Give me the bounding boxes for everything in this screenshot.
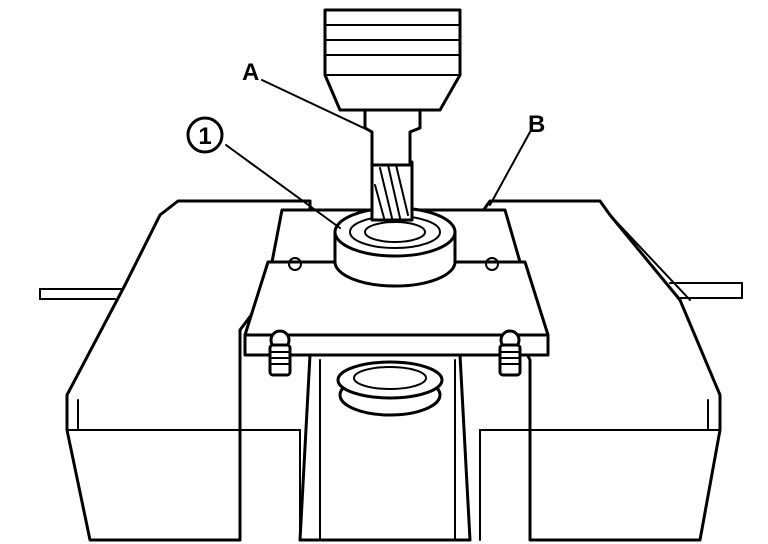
bearing-1: [333, 206, 457, 288]
leader-b: [489, 131, 531, 206]
left-rail: [39, 288, 126, 300]
leader-a: [261, 79, 369, 131]
callout-b: B: [528, 111, 545, 138]
pressed-bearing-below: [336, 360, 444, 417]
left-bolt: [268, 343, 292, 377]
right-rail: [669, 282, 743, 299]
callout-a: A: [242, 59, 259, 86]
splined-shaft: [370, 160, 414, 222]
press-ram: [323, 8, 462, 167]
callout-1: 1: [198, 123, 211, 150]
leader-1: [225, 144, 341, 229]
callout-1-circle: [186, 116, 224, 154]
right-bolt: [498, 343, 522, 377]
